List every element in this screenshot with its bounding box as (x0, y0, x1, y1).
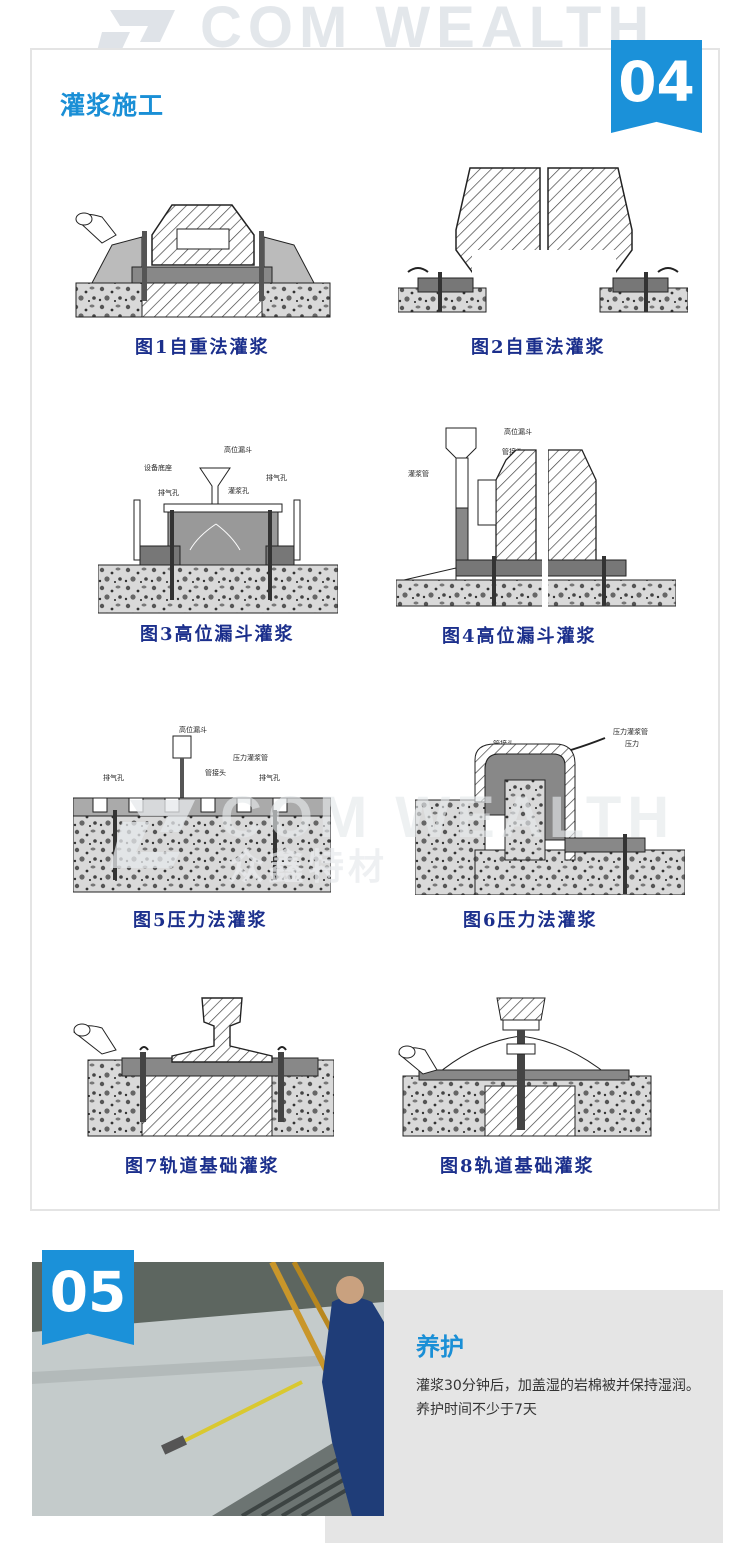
curing-description: 灌浆30分钟后，加盖湿的岩棉被并保持湿润。养护时间不少于7天 (416, 1378, 700, 1418)
figure-8-caption: 图8轨道基础灌浆 (440, 1156, 595, 1177)
section-title-grouting: 灌浆施工 (60, 91, 165, 120)
figure-5-caption: 图5压力法灌浆 (133, 910, 268, 931)
fig5-label-pressure-pipe: 压力灌浆管 (233, 753, 268, 762)
fig5-label-joint: 管接头 (205, 768, 226, 777)
figure-7-caption: 图7轨道基础灌浆 (125, 1156, 280, 1177)
figure-4-diagram: 高位漏斗 管接头 灌浆管 (396, 420, 676, 610)
fig5-label-hopper: 高位漏斗 (179, 725, 207, 734)
figure-5-diagram: 高位漏斗 压力灌浆管 管接头 排气孔 排气孔 (73, 720, 331, 895)
figure-7-diagram (72, 990, 334, 1140)
figure-1-diagram (72, 195, 334, 320)
fig6-label-pressure-pipe: 压力灌浆管 (613, 727, 648, 736)
curing-text-box (325, 1290, 723, 1543)
fig5-label-vent-left: 排气孔 (103, 773, 124, 782)
figure-2-caption: 图2自重法灌浆 (471, 337, 606, 358)
figure-8-diagram (395, 990, 657, 1140)
figure-6-diagram: 压力灌浆管 压力 管接头 (415, 720, 685, 895)
fig3-label-grout-hole: 灌浆孔 (228, 486, 249, 495)
fig3-label-base: 设备底座 (144, 463, 172, 472)
figure-4-caption: 图4高位漏斗灌浆 (442, 626, 597, 647)
fig4-label-pipe: 灌浆管 (408, 469, 429, 478)
fig4-label-hopper: 高位漏斗 (504, 427, 532, 436)
figure-1-caption: 图1自重法灌浆 (135, 337, 270, 358)
figure-2-diagram (398, 160, 688, 320)
fig3-label-vent-left: 排气孔 (158, 488, 179, 497)
fig3-label-hopper: 高位漏斗 (224, 445, 252, 454)
figure-3-diagram: 高位漏斗 设备底座 排气孔 排气孔 灌浆孔 (98, 440, 338, 615)
step-badge-04: 04 (611, 40, 702, 133)
curing-title: 养护 (416, 1333, 464, 1361)
fig6-label-pressure: 压力 (625, 739, 639, 748)
fig4-label-joint: 管接头 (502, 447, 523, 456)
figure-3-caption: 图3高位漏斗灌浆 (140, 624, 295, 645)
fig5-label-vent-right: 排气孔 (259, 773, 280, 782)
figure-6-caption: 图6压力法灌浆 (463, 910, 598, 931)
step-badge-05: 05 (42, 1250, 134, 1345)
fig3-label-vent-right: 排气孔 (266, 473, 287, 482)
